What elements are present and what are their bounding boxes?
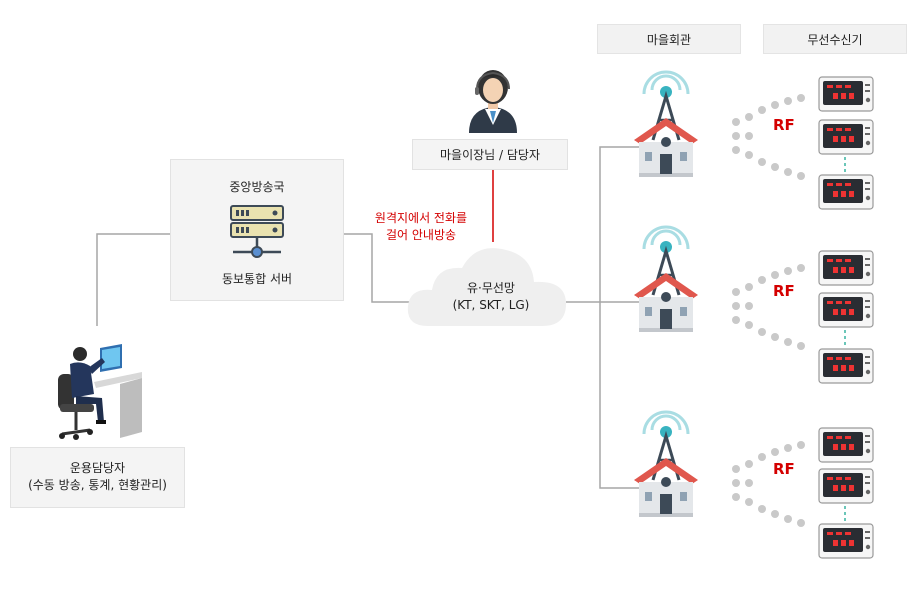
wireless-receiver-icon [818, 174, 874, 210]
manager-person-icon [469, 70, 517, 133]
village-hall-icon [634, 70, 698, 177]
line-operator-server [96, 233, 190, 326]
network-line2: (KT, SKT, LG) [452, 298, 530, 312]
server-label: 동보통합 서버 [221, 272, 293, 286]
wireless-receiver-icon [818, 468, 874, 504]
remote-call-line2: 걸어 안내방송 [385, 228, 457, 242]
wireless-receiver-icon [818, 76, 874, 112]
operator-line1: 운용담당자 [69, 461, 126, 475]
rf-label: RF [773, 282, 795, 300]
header-receiver: 무선수신기 [763, 24, 907, 54]
village-hall-icon [634, 410, 698, 517]
wireless-receiver-icon [818, 427, 874, 463]
operator-line2: (수동 방송, 통계, 현황관리) [28, 478, 167, 492]
wireless-receiver-icon [818, 523, 874, 559]
rf-wave-dots [732, 441, 805, 527]
receiver-dashed-connector [844, 157, 846, 173]
receiver-dashed-connector [844, 330, 846, 346]
network-label: 유·무선망 (KT, SKT, LG) [426, 280, 556, 314]
manager-label: 마을이장님 / 담당자 [440, 148, 540, 162]
wireless-receiver-icon [818, 348, 874, 384]
wireless-receiver-icon [818, 250, 874, 286]
wireless-receiver-icon [818, 119, 874, 155]
line-trunk [599, 146, 640, 489]
wireless-receiver-icon [818, 292, 874, 328]
remote-call-line1: 원격지에서 전화를 [374, 211, 468, 225]
central-station-box: 중앙방송국 동보통합 서버 [170, 159, 344, 301]
central-station-title: 중앙방송국 [229, 180, 285, 194]
rf-wave-dots [732, 264, 805, 350]
network-line1: 유·무선망 [467, 281, 515, 295]
network-cloud-icon [407, 248, 566, 326]
header-village-hall: 마을회관 [597, 24, 741, 54]
operator-label-box: 운용담당자 (수동 방송, 통계, 현황관리) [10, 447, 185, 508]
rf-label: RF [773, 460, 795, 478]
operator-desk-icon [58, 344, 142, 440]
rf-wave-dots [732, 94, 805, 180]
manager-label-box: 마을이장님 / 담당자 [412, 139, 568, 170]
remote-call-label: 원격지에서 전화를 걸어 안내방송 [356, 210, 486, 244]
line-server-cloud [325, 233, 410, 303]
receiver-dashed-connector [844, 506, 846, 522]
server-icon [230, 205, 284, 258]
village-hall-icon [634, 225, 698, 332]
rf-label: RF [773, 116, 795, 134]
